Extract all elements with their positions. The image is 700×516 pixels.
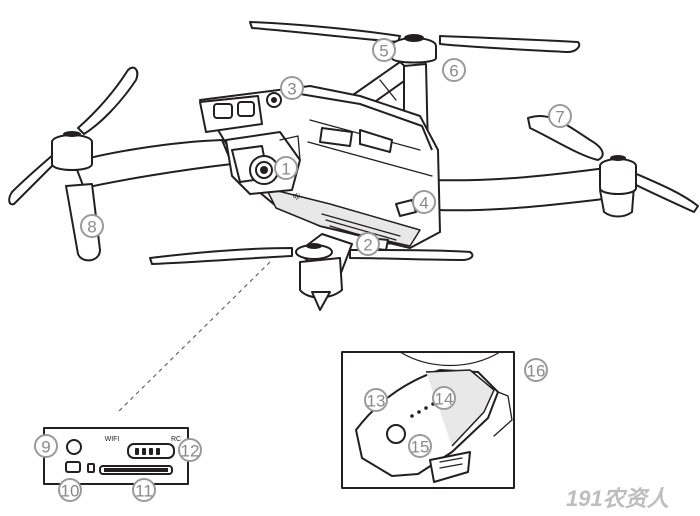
battery-power-button <box>386 424 406 444</box>
dji-logo: dji <box>292 192 301 200</box>
callout-12: 12 <box>178 438 202 462</box>
callout-13: 13 <box>364 388 388 412</box>
forward-vision-sensors <box>199 92 282 133</box>
svg-text:11: 11 <box>135 482 153 501</box>
svg-text:16: 16 <box>527 362 546 381</box>
rc-label: RC <box>171 436 181 443</box>
svg-text:2: 2 <box>363 236 372 255</box>
battery-detail <box>341 351 515 489</box>
propeller-front-right <box>149 247 474 265</box>
callout-7: 7 <box>548 104 572 128</box>
motor-rear-right <box>599 155 637 195</box>
callout-9: 9 <box>34 434 58 458</box>
motor-front-left <box>51 131 93 171</box>
callout-5: 5 <box>372 38 396 62</box>
callout-2: 2 <box>356 232 380 256</box>
svg-text:8: 8 <box>87 218 96 237</box>
watermark: 191农资人 <box>566 486 670 511</box>
svg-text:14: 14 <box>435 390 454 409</box>
callout-4: 4 <box>412 190 436 214</box>
svg-text:6: 6 <box>449 62 458 81</box>
callout-16: 16 <box>524 358 548 382</box>
callout-1: 1 <box>274 156 298 180</box>
link-button <box>66 439 82 455</box>
svg-text:10: 10 <box>61 482 80 501</box>
propeller-front-left <box>8 66 139 206</box>
propeller-rear-left <box>249 21 581 53</box>
wifi-label: WIFI <box>105 436 120 443</box>
callout-11: 11 <box>132 478 156 502</box>
battery-level-led <box>410 414 414 418</box>
svg-text:13: 13 <box>367 392 386 411</box>
detail-leader-line <box>117 261 271 413</box>
callout-15: 15 <box>408 434 432 458</box>
callout-3: 3 <box>280 76 304 100</box>
svg-text:3: 3 <box>287 80 296 99</box>
motor-front-right <box>295 243 333 260</box>
svg-text:1: 1 <box>281 160 290 179</box>
battery-level-led <box>417 410 421 414</box>
svg-text:4: 4 <box>419 194 428 213</box>
svg-text:7: 7 <box>555 108 564 127</box>
usb-port <box>65 461 81 473</box>
callout-14: 14 <box>432 386 456 410</box>
svg-text:9: 9 <box>41 438 50 457</box>
svg-text:12: 12 <box>181 442 200 461</box>
svg-text:15: 15 <box>411 438 430 457</box>
port-panel-detail: WIFI RC <box>43 427 189 485</box>
callout-8: 8 <box>80 214 104 238</box>
battery-level-led <box>424 406 428 410</box>
aircraft-body: dji <box>199 85 441 251</box>
svg-text:5: 5 <box>379 42 388 61</box>
callout-10: 10 <box>58 478 82 502</box>
callout-6: 6 <box>442 58 466 82</box>
motor-rear-left <box>391 34 437 64</box>
